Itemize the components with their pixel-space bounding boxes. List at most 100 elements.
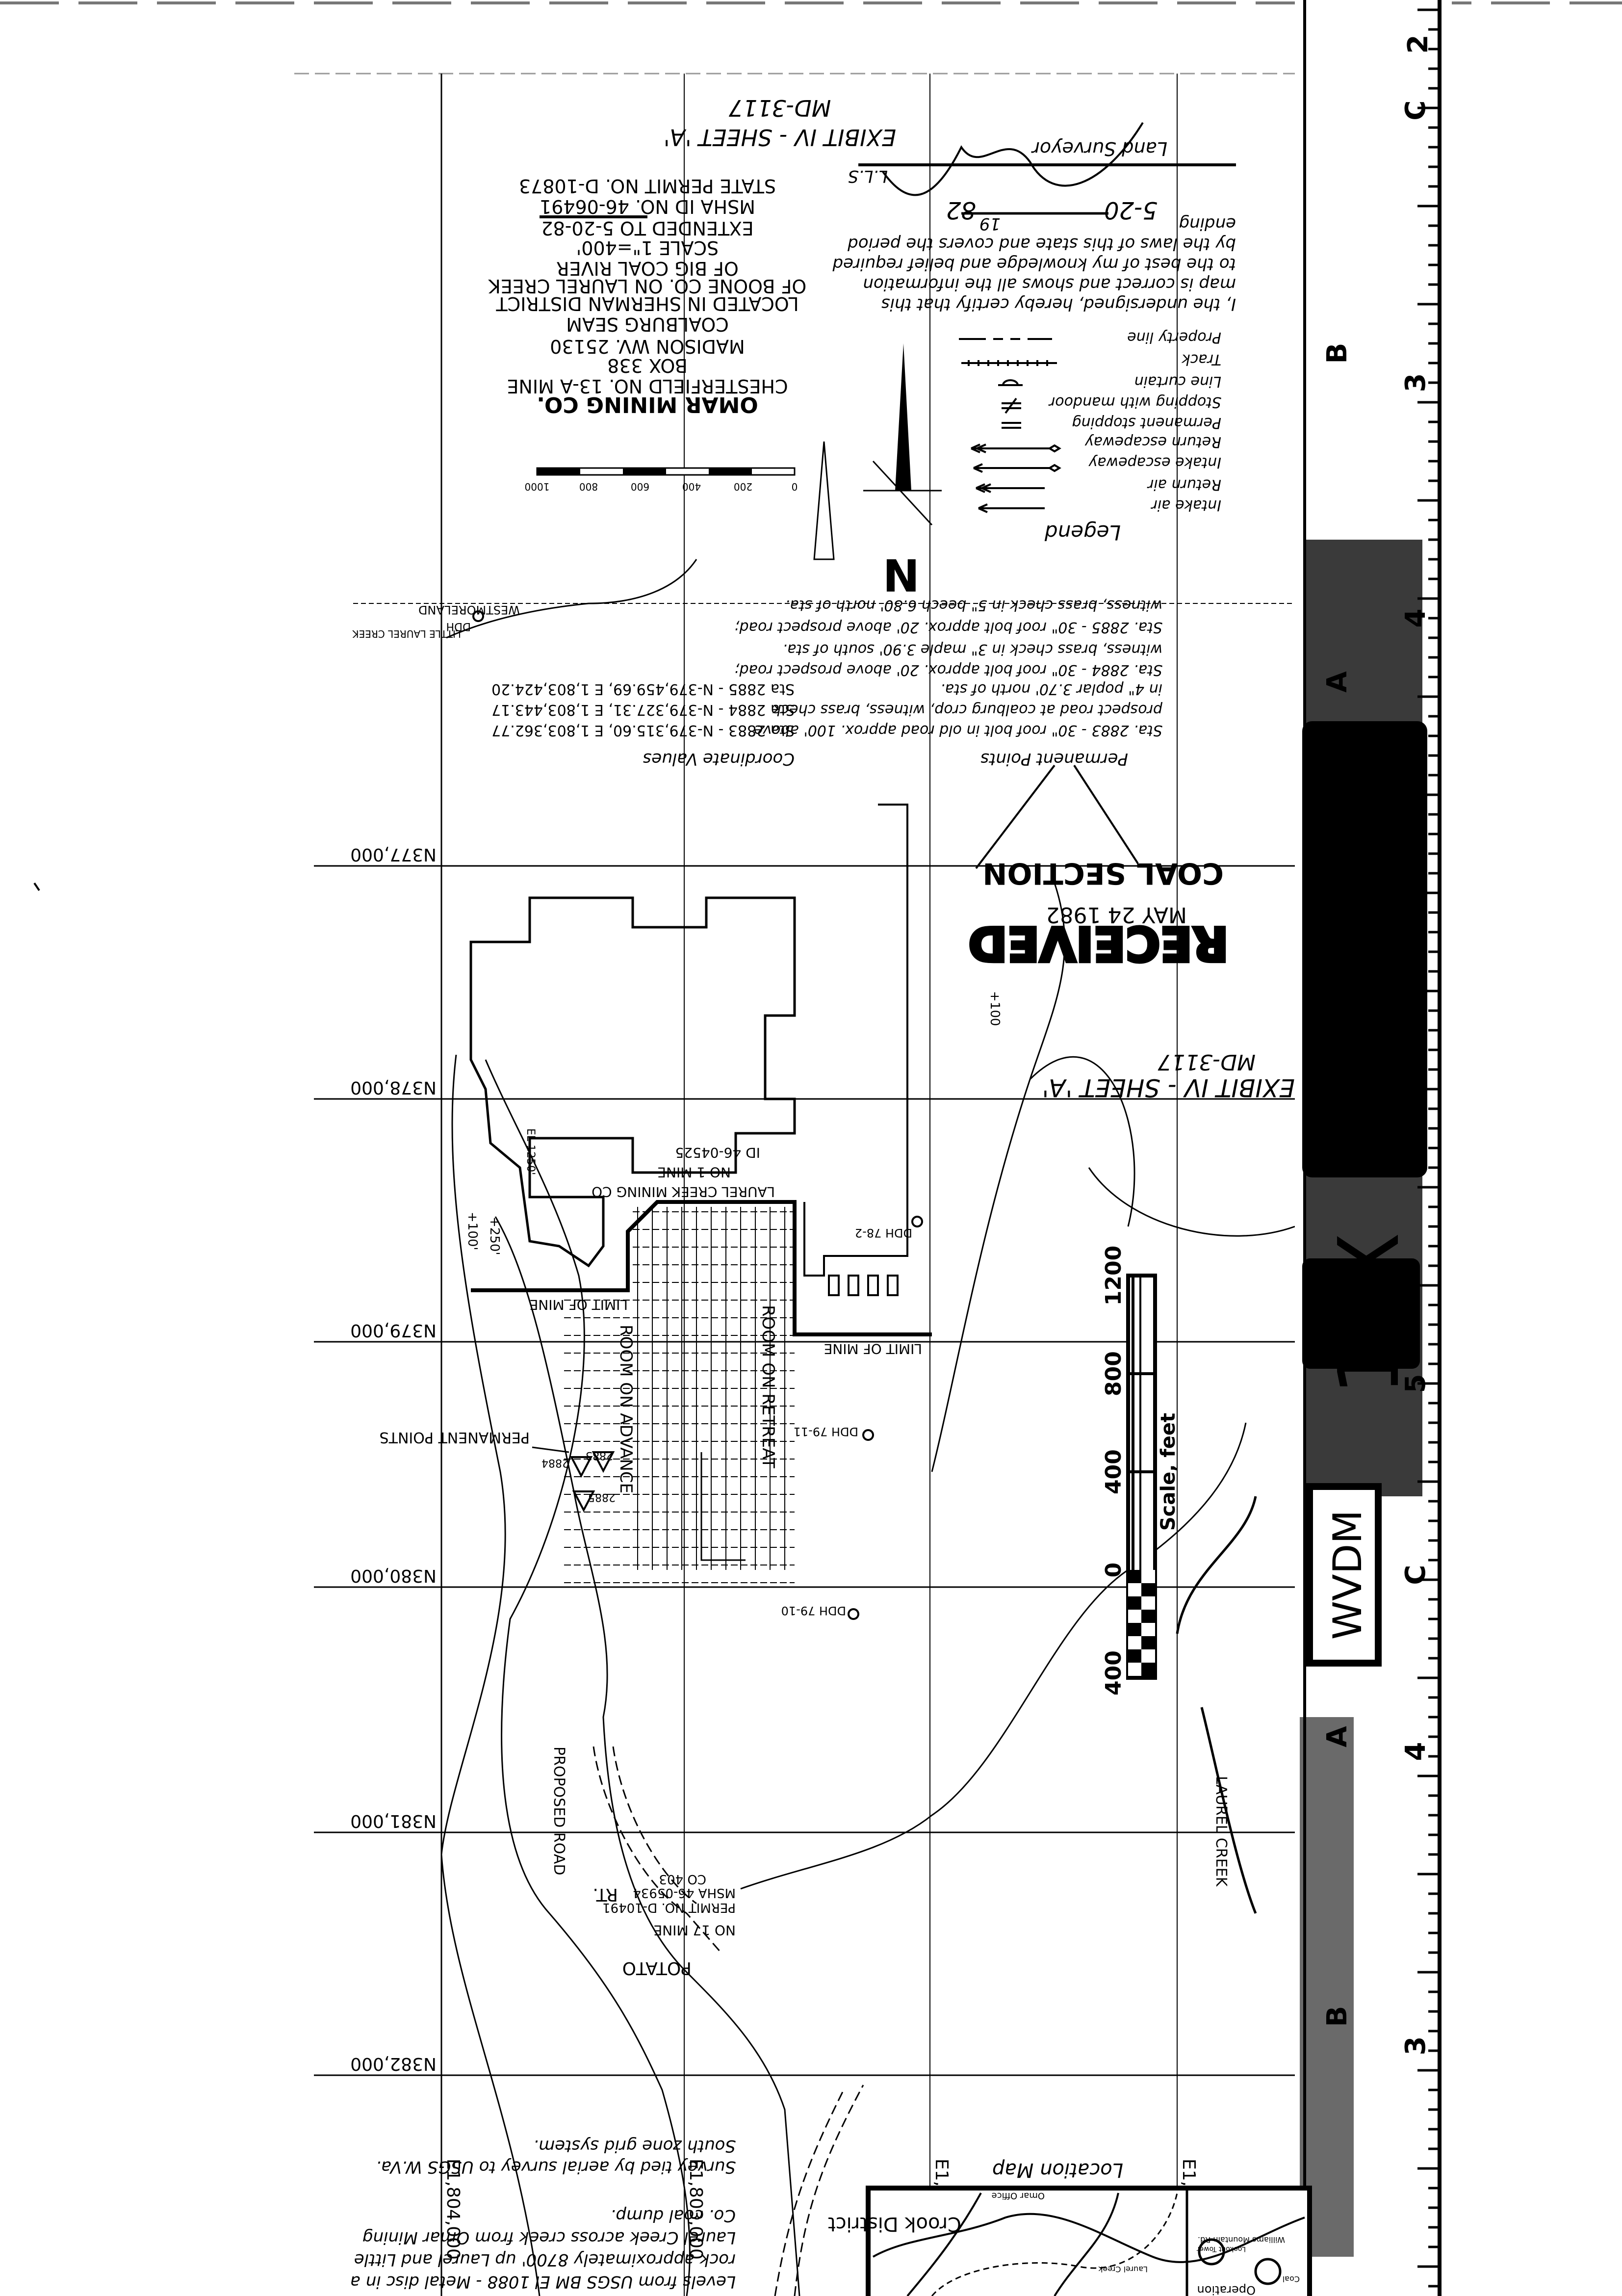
route-shield-icon [1254, 2258, 1282, 2285]
coordinate-values: Coordinate Values Sta 2883 - N-379,315.6… [491, 680, 795, 769]
scale-tick: 400 [1101, 1650, 1126, 1696]
permanent-point-line: witness, brass check in 3" maple 3.90' s… [783, 641, 1162, 658]
location-line: OF BIG COAL RIVER [556, 258, 739, 279]
permanent-point-line: witness, brass check in 5" beech 6.80' n… [785, 597, 1162, 614]
label-permanent-points: PERMANENT POINTS [380, 1429, 530, 1446]
location-map-title: Location Map [992, 2159, 1123, 2181]
scale-checker-cell [1128, 1636, 1141, 1649]
contour-line [440, 1054, 541, 2296]
north-arrow-icon [895, 343, 911, 491]
coordinate-line: Sta 2885 - N-379,459.69, E 1,803,424.20 [491, 680, 795, 698]
film-prefix-box [1302, 1258, 1420, 1369]
label-room-on-retreat: ROOM ON RETREAT [758, 1305, 778, 1468]
label-westmoreland: WESTMORELAND [418, 603, 520, 617]
received-stamp: COAL SECTION MAY 24 1982 RECEIVED [967, 856, 1230, 972]
certification-block: Land Surveyor L.L.S ending 5-20 19 82 by… [832, 122, 1236, 314]
true-north-arrow-icon [813, 441, 835, 560]
scale-checker-cell [1128, 1583, 1141, 1596]
ruler-mark: 5 [1400, 1374, 1432, 1393]
small-scale-tick: 800 [579, 481, 598, 493]
scale-checker-cell [1128, 1570, 1141, 1583]
legend-item: Track [1181, 351, 1221, 368]
contour-line [1029, 1056, 1295, 1237]
legend-item: Line curtain [1134, 373, 1221, 390]
legend-item: Intake air [1151, 496, 1221, 514]
certification-line: I, the undersigned, hereby certify that … [881, 294, 1236, 314]
exhibit-lower: MD-3117 EXIBIT IV - SHEET 'A' [1042, 1049, 1295, 1102]
certification-line: to the best of my knowledge and belief r… [832, 254, 1236, 274]
year-prefix: 19 [979, 214, 1001, 234]
stopping-with-mandoor-symbol [1002, 397, 1021, 414]
small-scale-tick: 1000 [525, 481, 550, 493]
northing-label: N377,000 [350, 844, 437, 864]
certification-line: by the laws of this state and covers the… [848, 234, 1236, 254]
location-label: Laurel Creek [1098, 2265, 1148, 2274]
label-room-on-advance: ROOM ON ADVANCE [616, 1325, 636, 1493]
mine-name: CHESTERFIELD NO. 13-A MINE [507, 375, 788, 397]
label-no17-permit: PERMIT NO. D-10491 [602, 1900, 736, 1915]
stamp-section: COAL SECTION [982, 856, 1224, 890]
permanent-points-notes: Permanent Points Sta. 2883 - 30" roof bo… [734, 597, 1163, 869]
location-label: Coal [1283, 2274, 1300, 2284]
ruler-mark: B [1321, 343, 1353, 364]
film-number: 376126 [1310, 753, 1430, 1146]
scale-checker-cell [1141, 1623, 1155, 1636]
mains-outline [803, 804, 908, 1277]
map-labels: LAUREL CREEK MINING CO NO 1 MINE ID 46-0… [352, 603, 1230, 1978]
location-line: LOCATED IN SHERMAN DISTRICT [496, 293, 799, 314]
creek-line [485, 1059, 691, 2296]
road-line [612, 1746, 845, 2296]
ending-date: 5-20 [1104, 196, 1158, 224]
scale-checker-cell [1141, 1636, 1155, 1649]
mine-workings [469, 804, 932, 1583]
city: MADISON WV. 25130 [550, 336, 745, 357]
small-scale-tick: 200 [734, 481, 752, 493]
ruler-mark: C [1400, 1565, 1432, 1585]
location-map: Location Map Crook District Operation Om… [828, 2159, 1312, 2296]
label-elevation: EL 1250' [524, 1128, 537, 1175]
label-limit-of-mine-2: LIMIT OF MINE [824, 1341, 922, 1357]
return-escapeway-symbol [971, 444, 1061, 453]
coordinate-values-title: Coordinate Values [643, 749, 795, 769]
contour-line [494, 1216, 800, 2296]
scale-note: SCALE 1"=400' [576, 237, 719, 259]
label-no1-mine: NO 1 MINE [657, 1164, 731, 1180]
ruler-mark: 3 [1400, 373, 1432, 392]
drill-hole-icon [911, 1216, 923, 1227]
old-workings-outline [469, 896, 796, 1268]
coordinate-line: Sta 2883 - N-379,315.60, E 1,803,362.77 [491, 722, 795, 739]
easting-label: E1,804,000 [443, 2159, 463, 2260]
legend-item: Permanent stopping [1072, 414, 1222, 431]
location-map-roads [873, 2192, 1305, 2296]
permanent-point-line: Sta. 2883 - 30" roof bolt in old road ap… [754, 722, 1162, 739]
label-sta-2883: 2883 [586, 1449, 613, 1461]
northing-label: N381,000 [350, 1811, 437, 1831]
ruler-mark: 4 [1400, 609, 1432, 628]
creek-line [1176, 1496, 1257, 1914]
northing-labels: N377,000 N378,000 N379,000 N380,000 N381… [350, 844, 437, 2074]
small-scale-tick: 0 [792, 481, 798, 493]
surveyor-label: Land Surveyor [1031, 138, 1167, 159]
small-scale-tick: 400 [682, 481, 701, 493]
label-ddh-78-2: DDH 78-2 [855, 1226, 912, 1240]
levels-note-line: Laurel Creek across creek from Omar Mini… [362, 2228, 736, 2247]
scale-tick: 1200 [1101, 1246, 1126, 1305]
wvdm-tag [1306, 1483, 1382, 1667]
leader-arrow [532, 1446, 569, 1453]
legend-item: Return escapeway [1084, 433, 1221, 450]
exhibit-lower-label: EXIBIT IV - SHEET 'A' [1042, 1073, 1295, 1102]
film-strip: 376126 15X WVDM 2 C 3 B 4 A 5 C A 4 B 3 [1295, 0, 1452, 2296]
survey-notes: South zone grid system. Survey tied by a… [350, 2136, 736, 2292]
legend-item: Property line [1127, 329, 1221, 346]
northing-label: N378,000 [350, 1077, 437, 1097]
film-ruler-ticks [1417, 8, 1440, 2288]
survey-note-line: Survey tied by aerial survey to USGS W.V… [376, 2157, 736, 2177]
leader-lines [975, 764, 1139, 869]
intake-air-symbol [978, 503, 1045, 513]
msha-id: MSHA ID NO. 46-06491 [540, 196, 755, 217]
ruler-mark: B [1321, 2006, 1353, 2027]
ruler-mark: A [1321, 671, 1353, 693]
label-contour-100b: +100 [987, 991, 1002, 1026]
ruler-mark: 4 [1400, 1742, 1432, 1761]
